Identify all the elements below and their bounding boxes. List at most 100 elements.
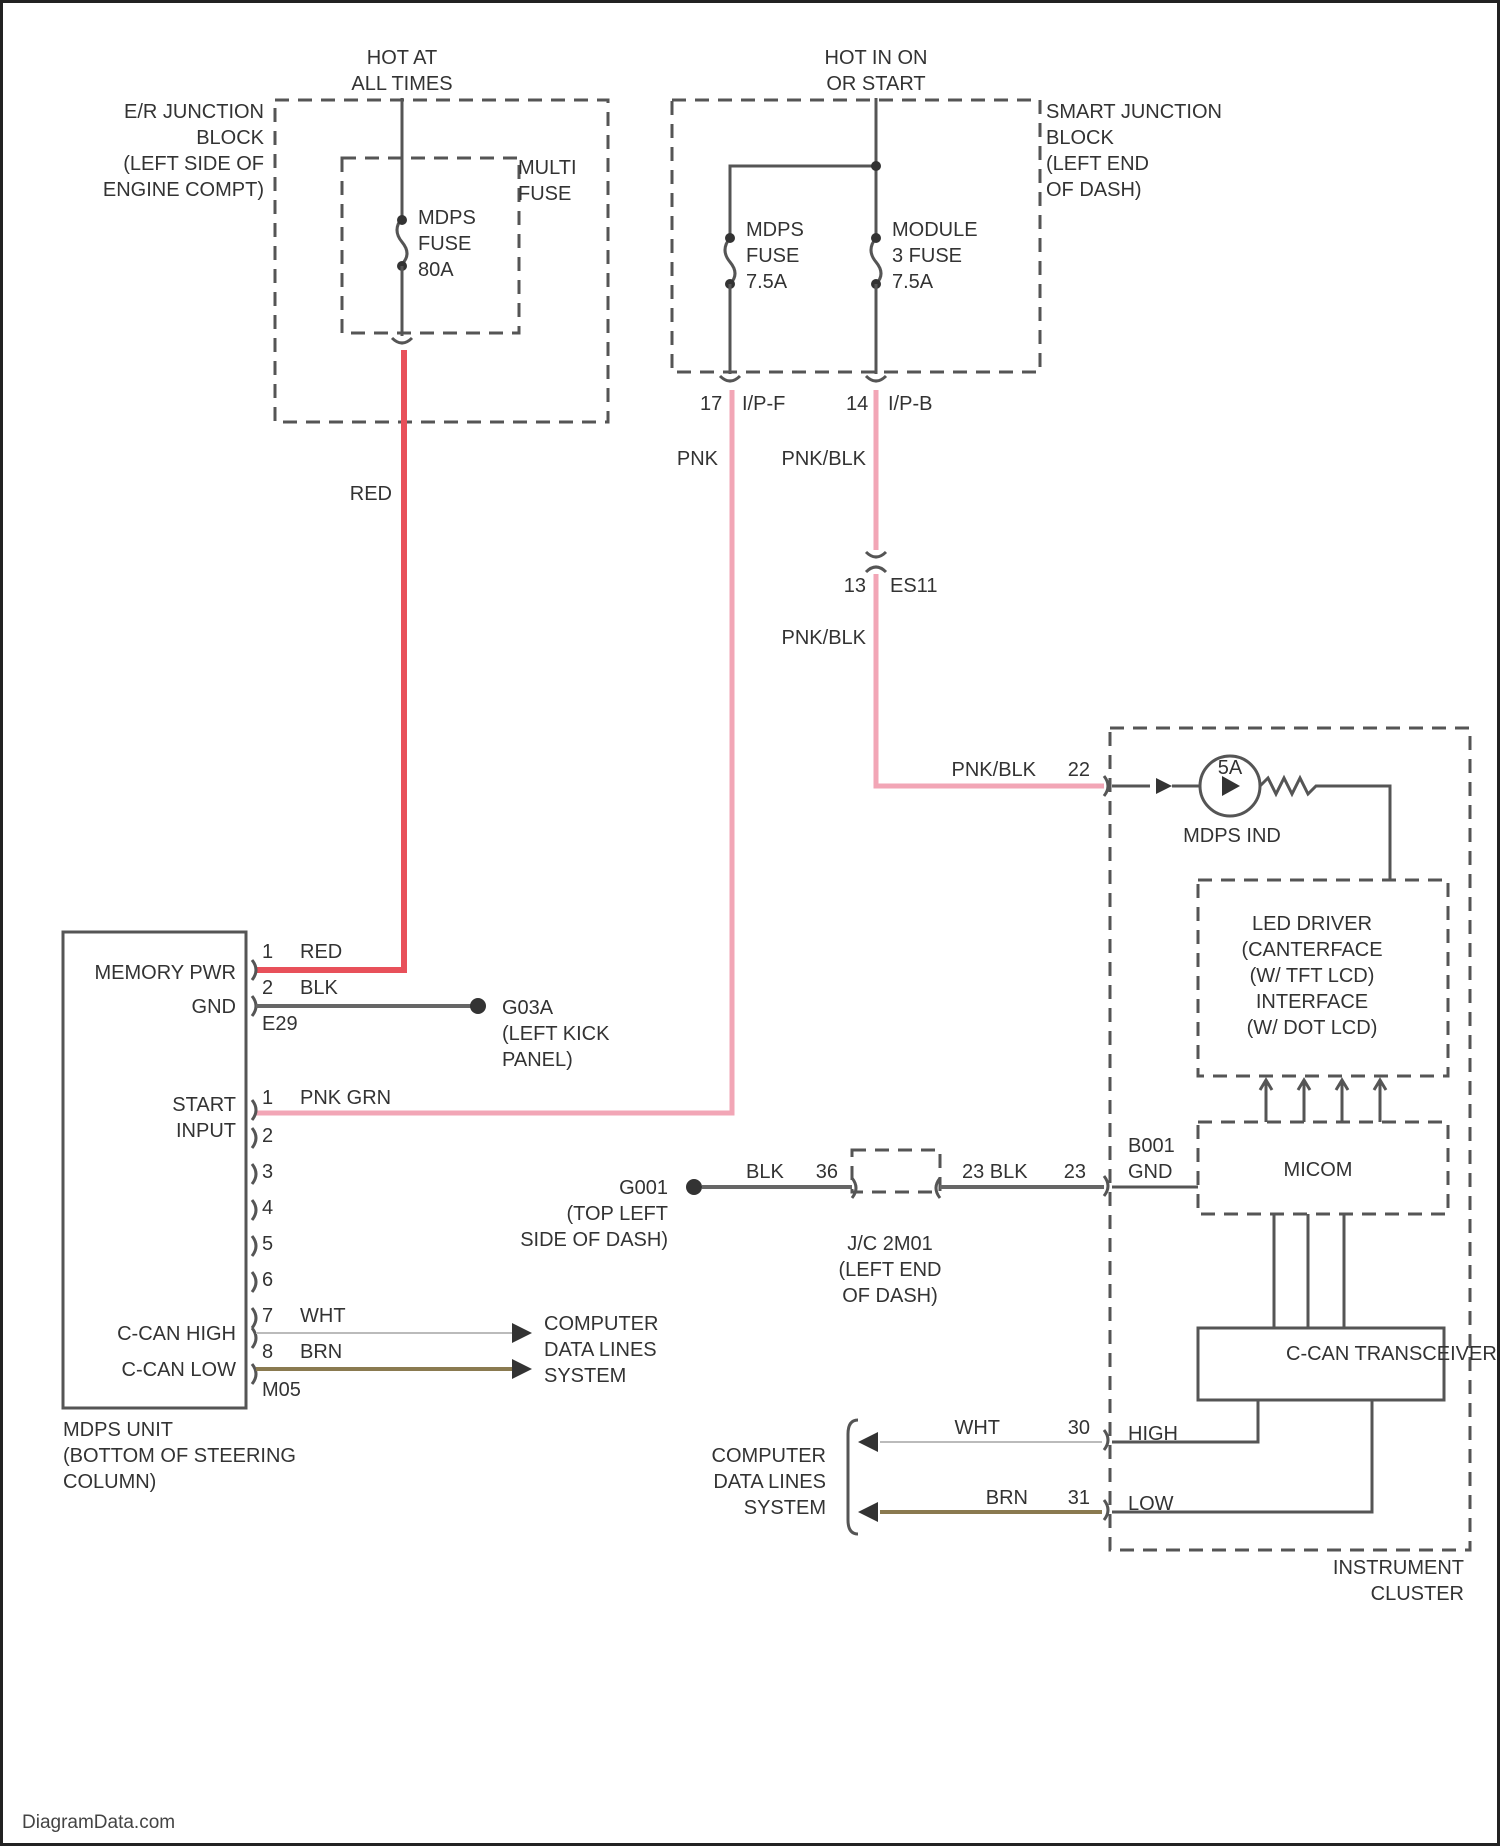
eir-block-label-4: ENGINE COMPT)	[103, 179, 264, 201]
g03a-label-1: G03A	[502, 997, 554, 1019]
c-can-high-label: C-CAN HIGH	[117, 1323, 236, 1345]
pnk-blk-wire-lower	[876, 574, 1104, 786]
eir-connector-symbol	[392, 338, 412, 343]
hot-at-all-times-line1: HOT AT	[367, 47, 437, 69]
g03a-ground-point	[470, 998, 486, 1014]
jc-label-3: OF DASH)	[842, 1285, 938, 1307]
brn-right-label: BRN	[986, 1487, 1028, 1509]
high-label: HIGH	[1128, 1423, 1178, 1445]
brn-pin-label: BRN	[300, 1341, 342, 1363]
micom-transceiver-bus	[1274, 1214, 1344, 1328]
es11-label: ES11	[890, 575, 937, 597]
ipb-connector-symbol	[866, 376, 886, 381]
eir-fuse-label-2: FUSE	[418, 233, 471, 255]
c-can-transceiver-label: C-CAN TRANSCEIVER	[1286, 1343, 1497, 1365]
start-input-label-2: INPUT	[176, 1120, 236, 1142]
jc-label-2: (LEFT END	[839, 1259, 942, 1281]
smart-block-label-2: BLOCK	[1046, 127, 1114, 149]
module-fuse-label-3: 7.5A	[892, 271, 934, 293]
led-driver-label-2: (CANTERFACE	[1241, 939, 1382, 961]
g001-ground-point	[686, 1179, 702, 1195]
wht-pin: 7	[262, 1305, 273, 1327]
g001-label-3: SIDE OF DASH)	[520, 1229, 668, 1251]
brn-pin: 8	[262, 1341, 273, 1363]
watermark: DiagramData.com	[22, 1812, 175, 1833]
module-fuse-label-1: MODULE	[892, 219, 978, 241]
computer-data-right-1: COMPUTER	[712, 1445, 826, 1467]
mdps-fuse-node-top	[725, 233, 735, 243]
blk-left-pin: 36	[816, 1161, 838, 1183]
eir-block-label-2: BLOCK	[196, 127, 264, 149]
mdps-pin-5: 5	[262, 1233, 273, 1255]
computer-data-left-3: SYSTEM	[544, 1365, 626, 1387]
red-power-wire	[256, 350, 404, 970]
pnk-blk-label-1: PNK/BLK	[782, 448, 867, 470]
module-fuse-node-top	[871, 233, 881, 243]
mdps-pin-6: 6	[262, 1269, 273, 1291]
pnk-wire-label: PNK	[677, 448, 719, 470]
cluster-label-2: CLUSTER	[1371, 1583, 1464, 1605]
led-driver-label-1: LED DRIVER	[1252, 913, 1372, 935]
fuse-node-top	[397, 215, 407, 225]
mdps-ind-led-icon	[1222, 776, 1240, 796]
es11-connector-symbol	[866, 552, 886, 572]
conn-ipf-pin: 17	[700, 393, 722, 415]
g001-label-1: G001	[619, 1177, 668, 1199]
pnk-grn-pin: 1	[262, 1087, 273, 1109]
pnk-blk-label-2: PNK/BLK	[782, 627, 867, 649]
g03a-label-2: (LEFT KICK	[502, 1023, 610, 1045]
gnd-label: GND	[192, 996, 236, 1018]
memory-pwr-label: MEMORY PWR	[95, 962, 237, 984]
smart-block-label-1: SMART JUNCTION	[1046, 101, 1222, 123]
blk-right-label: 23 BLK	[962, 1161, 1028, 1183]
can-high-arrow-right-icon	[858, 1432, 878, 1452]
bulb-label: 5A	[1218, 757, 1243, 779]
multi-fuse-label-1: MULTI	[518, 157, 577, 179]
computer-data-right-2: DATA LINES	[713, 1471, 826, 1493]
g001-label-2: (TOP LEFT	[566, 1203, 668, 1225]
conn-ipb-label: I/P-B	[888, 393, 932, 415]
es11-pin: 13	[844, 575, 866, 597]
mdps-pin-4: 4	[262, 1197, 273, 1219]
ind-diode-icon	[1156, 778, 1172, 794]
led-driver-label-3: (W/ TFT LCD)	[1250, 965, 1375, 987]
conn-ipf-label: I/P-F	[742, 393, 785, 415]
blk-pin: 2	[262, 977, 273, 999]
blk-right-pin: 23	[1064, 1161, 1086, 1183]
blk-left-label: BLK	[746, 1161, 784, 1183]
jc-2m01-box	[852, 1150, 940, 1192]
eir-fuse-label-1: MDPS	[418, 207, 476, 229]
hot-in-on-line1: HOT IN ON	[825, 47, 928, 69]
mdps-unit-label-3: COLUMN)	[63, 1471, 156, 1493]
wht-pin-label: WHT	[300, 1305, 346, 1327]
wht-right-pin: 30	[1068, 1417, 1090, 1439]
eir-block-label-3: (LEFT SIDE OF	[123, 153, 264, 175]
computer-data-right-3: SYSTEM	[744, 1497, 826, 1519]
cluster-pin-connectors	[1104, 776, 1108, 1520]
red-pin: 1	[262, 941, 273, 963]
hot-at-all-times-line2: ALL TIMES	[351, 73, 452, 95]
ipf-connector-symbol	[720, 376, 740, 381]
mdps-pin-2: 2	[262, 1125, 273, 1147]
ind-pin: 22	[1068, 759, 1090, 781]
smart-split-node	[871, 161, 881, 171]
mdps-fuse-label-3: 7.5A	[746, 271, 788, 293]
computer-data-bracket	[848, 1420, 858, 1534]
c-can-low-label: C-CAN LOW	[122, 1359, 237, 1381]
mdps-fuse-label-2: FUSE	[746, 245, 799, 267]
cluster-gnd-label-2: GND	[1128, 1161, 1172, 1183]
pnk-grn-label: PNK GRN	[300, 1087, 391, 1109]
mdps-fuse-label-1: MDPS	[746, 219, 804, 241]
brn-right-pin: 31	[1068, 1487, 1090, 1509]
mdps-pin-3: 3	[262, 1161, 273, 1183]
eir-fuse-label-3: 80A	[418, 259, 454, 281]
e29-label: E29	[262, 1013, 298, 1035]
conn-ipb-pin: 14	[846, 393, 868, 415]
can-high-arrow-icon	[512, 1323, 532, 1343]
g03a-label-3: PANEL)	[502, 1049, 573, 1071]
red-wire-label: RED	[350, 483, 392, 505]
low-label: LOW	[1128, 1493, 1174, 1515]
mdps-ind-label: MDPS IND	[1183, 825, 1281, 847]
jc-connector-symbols	[852, 1178, 940, 1198]
